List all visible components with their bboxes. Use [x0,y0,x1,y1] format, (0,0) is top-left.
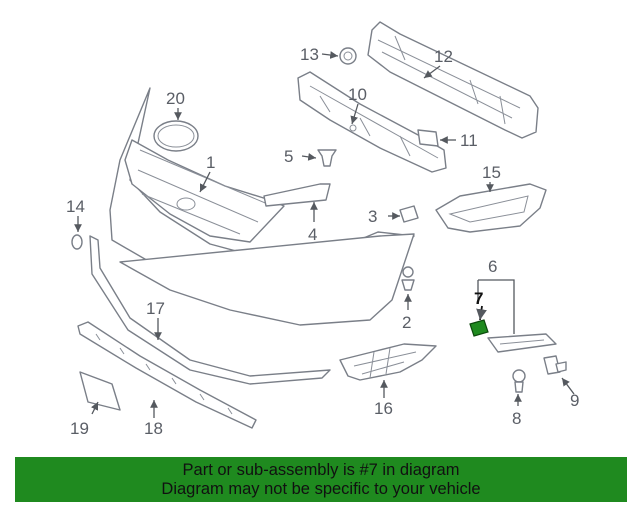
callout-20: 20 [166,89,185,108]
callout-2: 2 [402,313,411,332]
part-19-license-bracket [79,371,121,411]
part-4-bracket [263,183,331,207]
banner-line-1: Part or sub-assembly is #7 in diagram [182,460,460,479]
callout-1: 1 [206,153,215,172]
part-13-nut [339,47,357,65]
part-8-screw [512,369,526,393]
part-15-fog-bezel [435,183,547,233]
part-3-clip [399,205,419,223]
part-10-energy-absorber [297,71,447,173]
callout-19: 19 [70,419,89,438]
part-14-grommet [71,234,83,250]
part-20-emblem [153,120,199,152]
banner-line-2: Diagram may not be specific to your vehi… [161,479,481,498]
callout-8: 8 [512,409,521,428]
part-6-reflector [487,333,557,353]
leader-lines [74,51,575,418]
part-7-retainer-highlighted [469,319,489,337]
callout-18: 18 [144,419,163,438]
callout-15: 15 [482,163,501,182]
callout-12: 12 [434,47,453,66]
callout-11: 11 [460,131,478,150]
callout-9: 9 [570,391,579,410]
parts-diagram: 1 2 3 4 5 6 7 8 9 10 11 12 13 14 15 16 1… [66,21,579,438]
callout-6: 6 [488,257,497,276]
callout-4: 4 [308,225,317,244]
part-2-screw [401,266,415,291]
callout-17: 17 [146,299,165,318]
part-12-reinforcement-beam [367,21,539,139]
part-18-lower-strip [77,321,257,429]
part-16-grille-insert [339,343,437,381]
callout-labels: 1 2 3 4 5 6 7 8 9 10 11 12 13 14 15 16 1… [66,45,579,438]
callout-5: 5 [284,147,293,166]
part-5-clip [317,149,337,167]
callout-14: 14 [66,197,85,216]
callout-13: 13 [300,45,319,64]
part-9-screw [543,355,567,375]
part-17-molding [89,235,331,385]
info-banner: Part or sub-assembly is #7 in diagram Di… [15,457,627,502]
callout-7-highlighted: 7 [474,289,483,308]
callout-3: 3 [368,207,377,226]
part-11-bracket [417,129,439,147]
callout-10: 10 [348,85,367,104]
callout-16: 16 [374,399,393,418]
